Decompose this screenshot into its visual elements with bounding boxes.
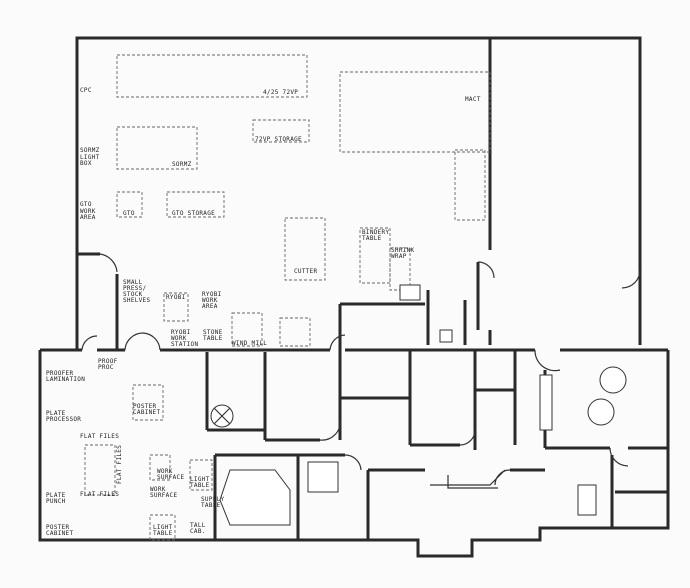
label-flat-files-top: FLAT FILES [80,433,119,440]
label-gto: GTO [123,210,135,217]
label-gto-storage: GTO STORAGE [172,210,215,217]
label-cpc: CPC [80,87,92,94]
label-ryobi: RYOBI [166,294,186,301]
label-flat-files-bottom: FLAT FILES [80,491,119,498]
production-area-walls [75,36,642,350]
office-area-walls [38,348,670,558]
label-mact: MACT [465,96,481,103]
label-4-25-press: 4/25 72VP [263,89,298,96]
label-flat-files-vertical: FLAT FILES [116,445,123,484]
label-72vp-storage: 72VP STORAGE [255,136,302,143]
label-wind-mill: WIND MILL [232,340,267,347]
equipment-outlines [84,54,627,541]
label-cutter: CUTTER [294,268,318,275]
door-swings [81,253,641,486]
label-sormz: SORMZ [172,161,192,168]
